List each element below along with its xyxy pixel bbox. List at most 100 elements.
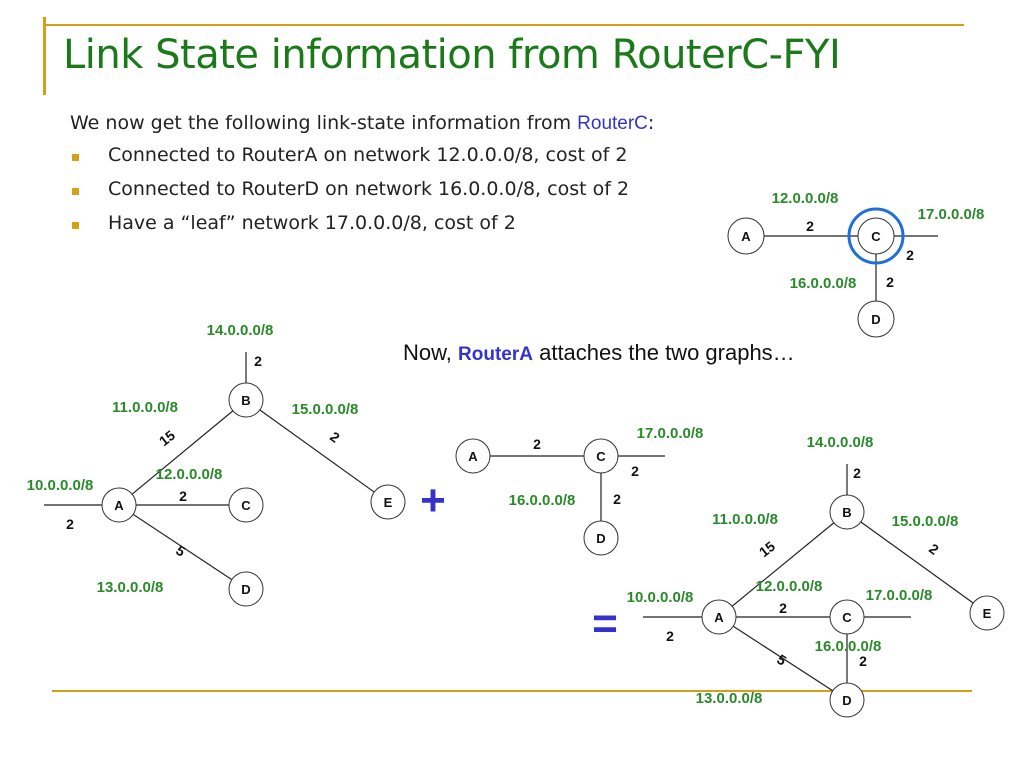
cost-label: 15 [156, 427, 178, 449]
bullet-item: Have a “leaf” network 17.0.0.0/8, cost o… [70, 212, 629, 246]
bottom-rule [52, 690, 972, 692]
node-label: D [241, 582, 250, 597]
router-node [228, 382, 264, 418]
router-node [583, 438, 619, 474]
intro-suffix: : [647, 112, 655, 134]
bullet-item: Connected to RouterA on network 12.0.0.0… [70, 144, 629, 178]
network-label: 11.0.0.0/8 [712, 511, 778, 528]
bullet-square-icon [72, 188, 79, 195]
network-label: 16.0.0.0/8 [815, 638, 882, 655]
network-label: 12.0.0.0/8 [156, 466, 223, 483]
now-suffix: attaches the two graphs… [532, 340, 795, 365]
network-label: 15.0.0.0/8 [892, 513, 959, 530]
network-label: 15.0.0.0/8 [292, 401, 359, 418]
edge-a-b [118, 399, 247, 506]
cost-label: 2 [254, 353, 262, 369]
merged-graph-diagram: B A C E D 14.0.0.0/8 11.0.0.0/8 15.0.0.0… [627, 434, 1005, 718]
cost-label: 2 [533, 436, 541, 452]
cost-label: 2 [926, 540, 942, 558]
bullet-text: Connected to RouterA on network 12.0.0.0… [108, 144, 628, 166]
top-rule [46, 24, 964, 26]
network-label: 16.0.0.0/8 [509, 492, 576, 509]
node-label: D [871, 312, 880, 327]
cost-label: 2 [666, 628, 674, 644]
router-node [101, 487, 137, 523]
cost-label: 5 [173, 542, 188, 560]
edge-a-b [718, 511, 848, 618]
cost-label: 2 [179, 488, 187, 504]
router-node [857, 217, 895, 255]
network-label: 10.0.0.0/8 [27, 477, 94, 494]
node-label: A [714, 610, 724, 625]
node-label: C [871, 229, 881, 244]
left-graph-diagram: B A C E D 14.0.0.0/8 11.0.0.0/8 15.0.0.0… [27, 322, 406, 607]
routerc-info-diagram: A C D 12.0.0.0/8 17.0.0.0/8 16.0.0.0/8 2… [727, 190, 985, 338]
cost-label: 2 [327, 428, 343, 446]
bullet-item: Connected to RouterD on network 16.0.0.0… [70, 178, 629, 212]
cost-label: 2 [613, 491, 621, 507]
cost-label: 2 [906, 247, 914, 263]
node-label: A [468, 449, 478, 464]
network-label: 17.0.0.0/8 [866, 587, 933, 604]
now-prefix: Now, [403, 340, 459, 365]
plus-sign: + [420, 476, 446, 525]
slide-title: Link State information from RouterC-FYI [63, 32, 841, 78]
highlight-ring [847, 207, 905, 265]
bullet-square-icon [72, 154, 79, 161]
bullet-square-icon [72, 222, 79, 229]
router-node [228, 487, 264, 523]
edge-b-e [245, 399, 389, 503]
network-label: 17.0.0.0/8 [918, 206, 985, 223]
router-node [701, 599, 737, 635]
edge-b-e [846, 511, 988, 614]
cost-label: 2 [859, 653, 867, 669]
bullet-text: Have a “leaf” network 17.0.0.0/8, cost o… [108, 212, 516, 234]
network-label: 14.0.0.0/8 [807, 434, 874, 451]
cost-label: 2 [886, 274, 894, 290]
network-label: 16.0.0.0/8 [790, 275, 857, 292]
bullet-list: Connected to RouterA on network 12.0.0.0… [70, 144, 629, 246]
cost-label: 2 [779, 600, 787, 616]
node-label: C [596, 449, 606, 464]
title-accent-bar [43, 17, 46, 95]
bullet-text: Connected to RouterD on network 16.0.0.0… [108, 178, 630, 200]
middle-graph-diagram: A C D 17.0.0.0/8 16.0.0.0/8 2 2 2 [455, 425, 704, 556]
node-label: C [241, 498, 251, 513]
router-node [857, 300, 895, 338]
cost-label: 15 [756, 538, 778, 560]
router-node [228, 571, 264, 607]
edge-a-d [718, 616, 848, 701]
network-label: 10.0.0.0/8 [627, 589, 694, 606]
network-label: 12.0.0.0/8 [772, 190, 839, 207]
router-node [829, 599, 865, 635]
router-node [829, 494, 865, 530]
router-node [583, 520, 619, 556]
intro-router: RouterC [577, 113, 648, 134]
router-node [455, 438, 491, 474]
now-caption: Now, RouterA attaches the two graphs… [403, 340, 795, 366]
cost-label: 2 [631, 463, 639, 479]
node-label: B [842, 505, 851, 520]
node-label: E [983, 606, 992, 621]
equals-sign: = [592, 599, 618, 648]
router-node [829, 682, 865, 718]
router-node [727, 217, 765, 255]
router-node [370, 484, 406, 520]
node-label: B [241, 393, 250, 408]
cost-label: 2 [806, 218, 814, 234]
node-label: E [384, 495, 393, 510]
intro-text: We now get the following link-state info… [70, 112, 654, 135]
cost-label: 2 [853, 465, 861, 481]
node-label: C [842, 610, 852, 625]
network-label: 13.0.0.0/8 [97, 579, 164, 596]
node-label: A [114, 498, 124, 513]
network-label: 13.0.0.0/8 [696, 690, 763, 707]
network-label: 17.0.0.0/8 [637, 425, 704, 442]
network-label: 12.0.0.0/8 [756, 578, 823, 595]
cost-label: 2 [66, 516, 74, 532]
edge-a-d [118, 504, 247, 590]
node-label: D [596, 531, 605, 546]
intro-prefix: We now get the following link-state info… [70, 112, 578, 134]
now-router: RouterA [458, 344, 533, 365]
